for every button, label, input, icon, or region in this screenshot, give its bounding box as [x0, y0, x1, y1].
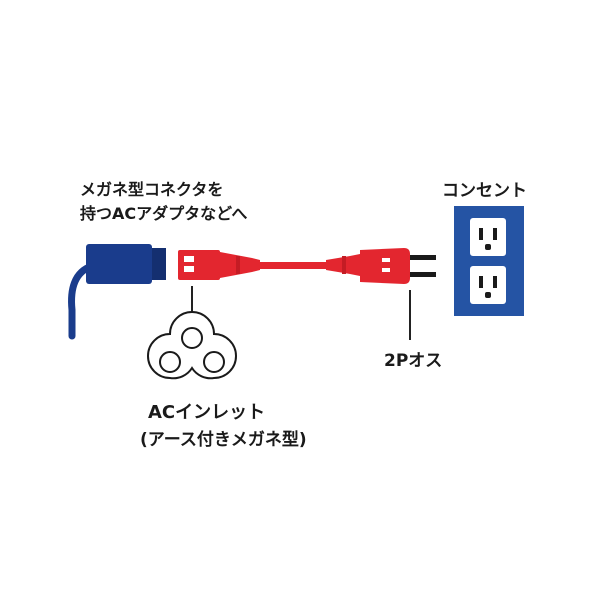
outlet-socket-top — [470, 218, 506, 256]
inlet-hole-right — [203, 351, 225, 373]
plug-grip-2 — [382, 268, 390, 272]
power-cable — [178, 248, 436, 284]
duplex-outlet-icon — [454, 206, 524, 316]
adapter-label-line2: 持つACアダプタなどへ — [80, 204, 248, 223]
adapter-body — [86, 244, 152, 284]
c7-connector-slot-1 — [184, 256, 194, 262]
adapter-socket — [152, 248, 166, 280]
inlet-label-line1: ACインレット — [148, 402, 266, 423]
outlet-label: コンセント — [442, 181, 527, 201]
plug-label: 2Pオス — [384, 351, 443, 371]
outlet-socket-top-slot-right — [493, 228, 497, 240]
adapter-label-line1: メガネ型コネクタを — [80, 180, 224, 199]
outlet-socket-bottom-slot-right — [493, 276, 497, 288]
outlet-socket-top-ground — [485, 244, 491, 250]
plug-grip-1 — [382, 258, 390, 262]
plug-body — [360, 248, 410, 284]
plug-prong-bottom — [410, 272, 436, 277]
inlet-label-line2: (アース付きメガネ型) — [140, 430, 307, 450]
outlet-socket-bottom-slot-left — [479, 276, 483, 288]
plug-prong-top — [410, 255, 436, 260]
plug-ridge — [342, 256, 346, 274]
three-circle-ac-inlet-icon — [146, 310, 238, 380]
c7-connector-body — [178, 250, 220, 280]
outlet-socket-bottom — [470, 266, 506, 304]
ac-adapter — [68, 244, 166, 340]
connector-ridge — [236, 256, 240, 274]
outlet-socket-top-slot-left — [479, 228, 483, 240]
outlet-socket-bottom-ground — [485, 292, 491, 298]
inlet-hole-top — [181, 327, 203, 349]
c7-connector-slot-2 — [184, 266, 194, 272]
inlet-hole-left — [159, 351, 181, 373]
cable-wire — [258, 262, 328, 269]
